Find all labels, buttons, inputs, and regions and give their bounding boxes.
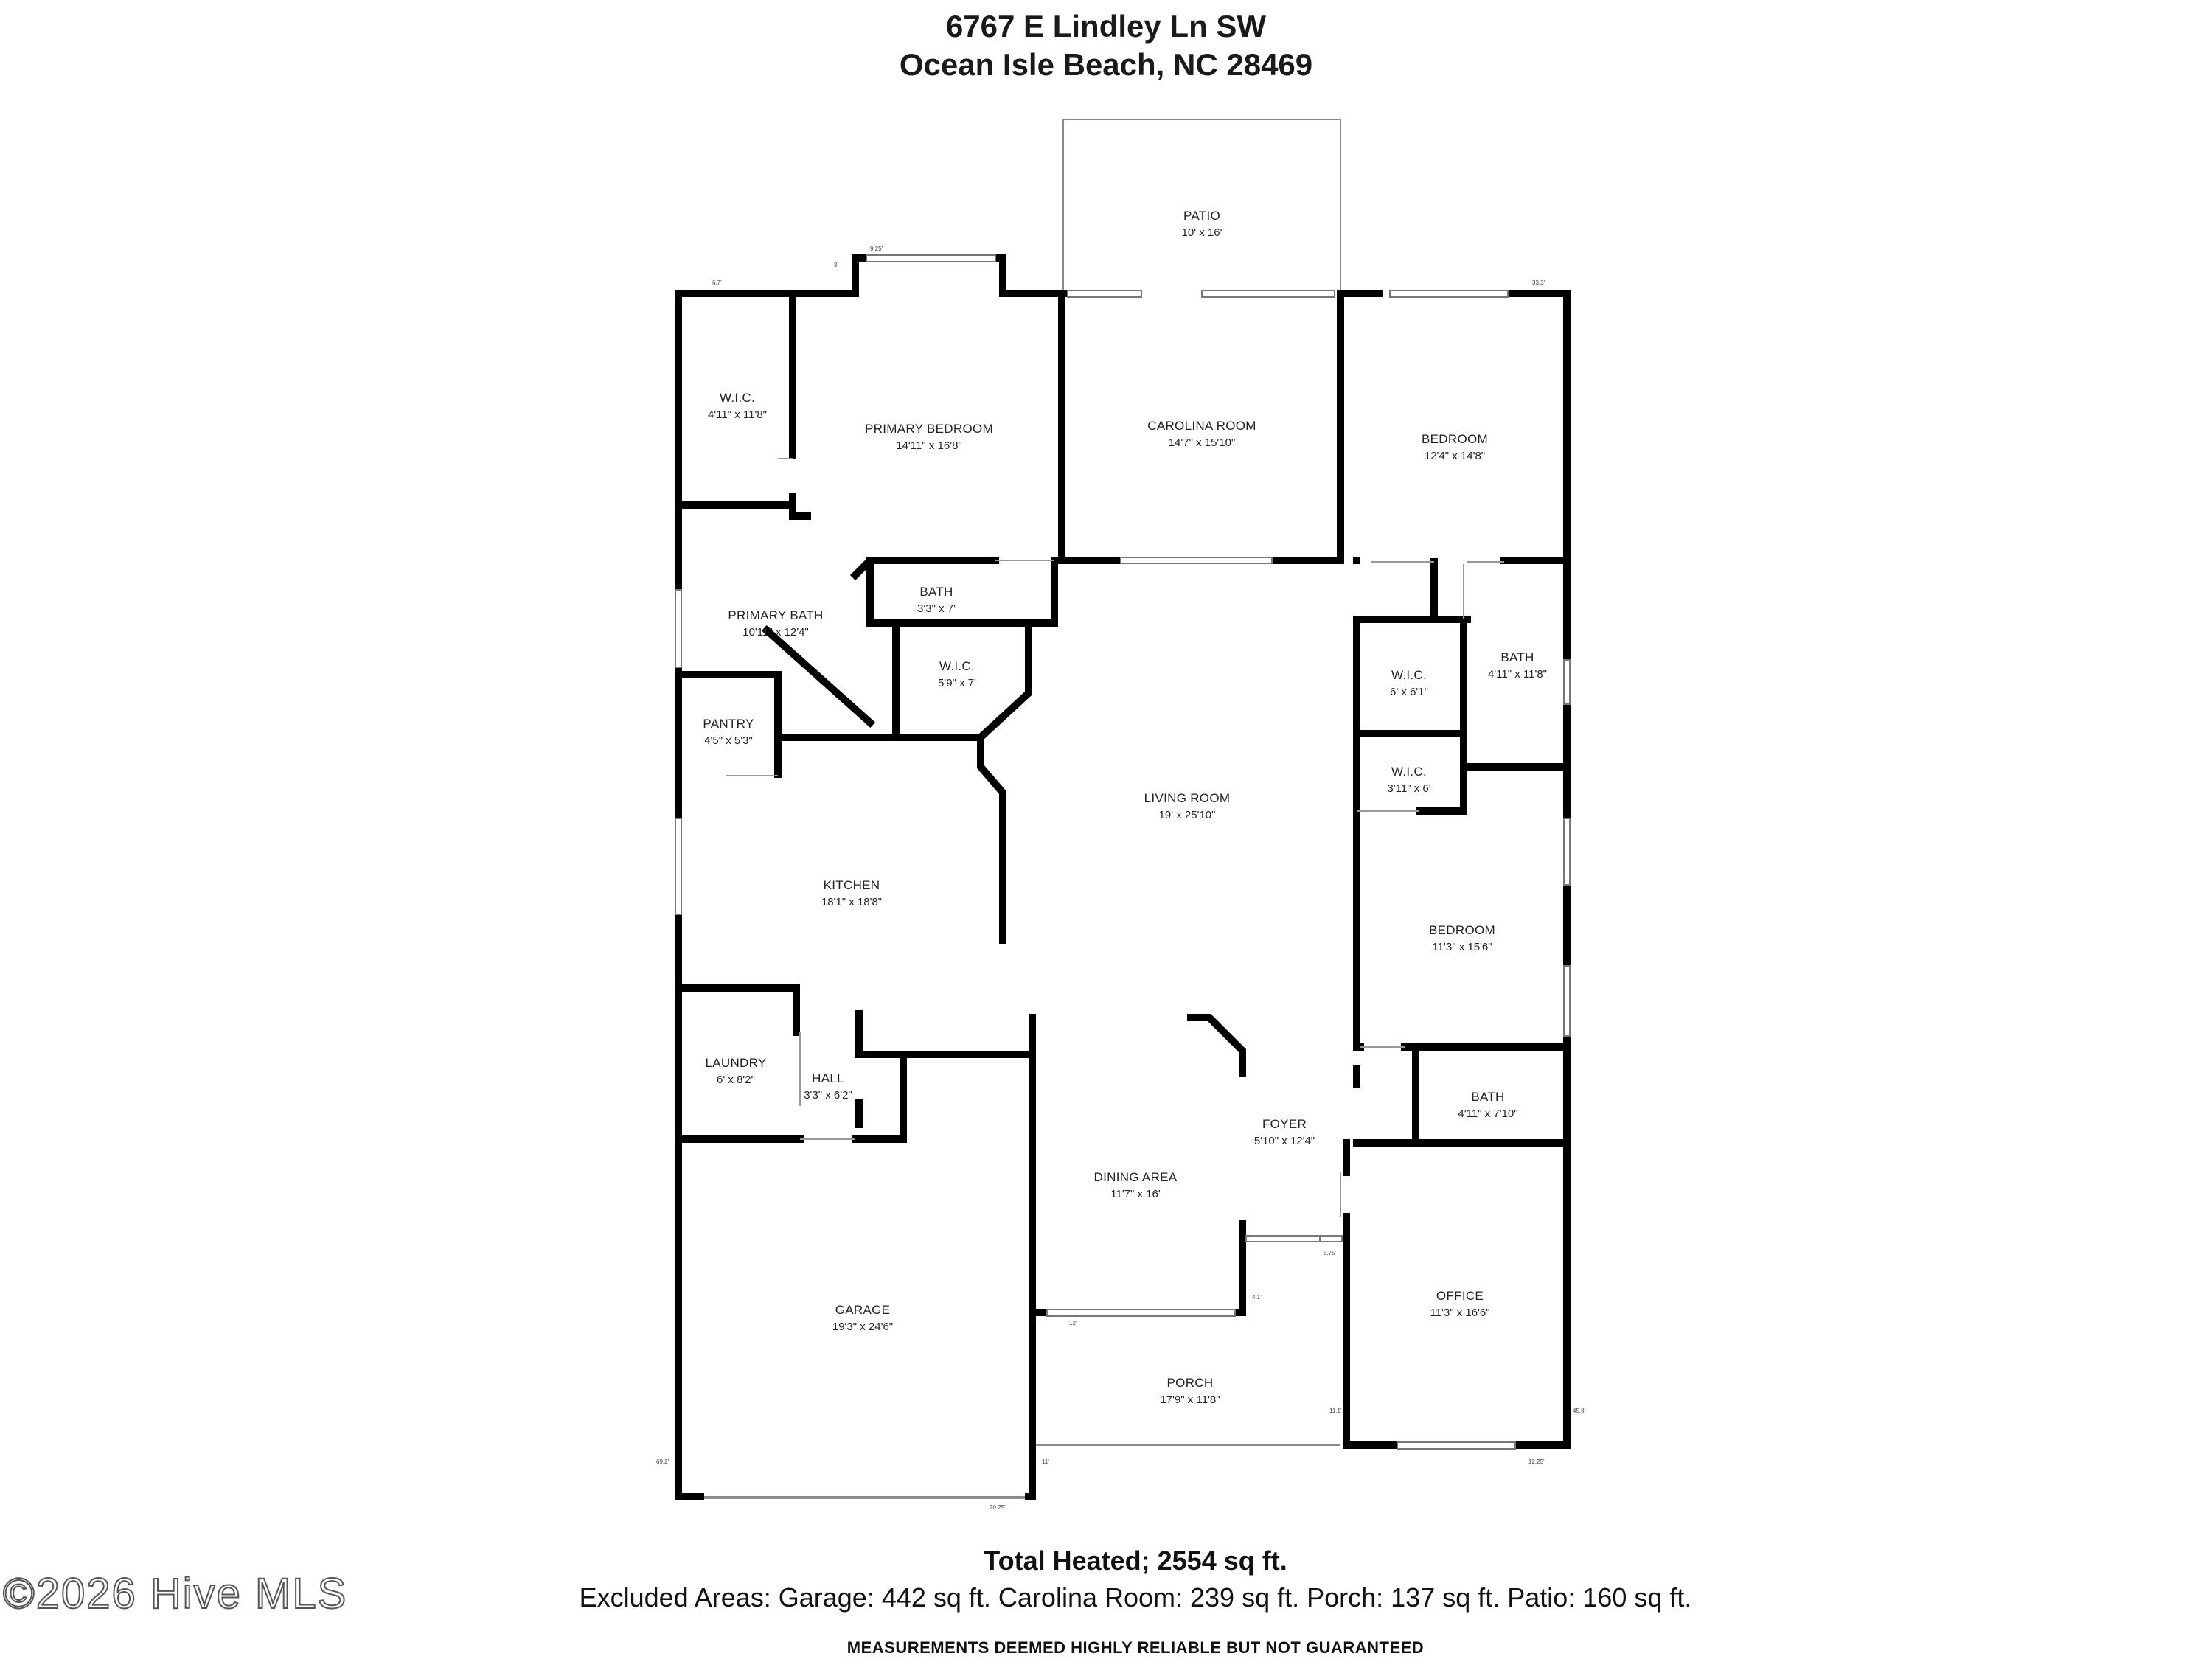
patio-outline (700, 119, 1341, 1498)
room-size-bedroom1: 12'4" x 14'8" (1425, 450, 1485, 462)
dimension-note: 20.25' (990, 1504, 1006, 1511)
dimension-note: 9.25' (870, 246, 883, 252)
room-size-bath2: 4'11" x 11'8" (1488, 668, 1547, 681)
room-label-wic2: W.I.C. (939, 659, 975, 673)
dimension-note: 5.75' (1324, 1250, 1337, 1256)
room-label-kitchen: KITCHEN (824, 878, 880, 892)
room-label-carolina-room: CAROLINA ROOM (1147, 419, 1256, 433)
room-label-foyer: FOYER (1262, 1117, 1307, 1131)
dimension-note: 11.1' (1329, 1408, 1342, 1414)
room-label-bath3: BATH (1471, 1090, 1504, 1104)
room-label-bedroom2: BEDROOM (1429, 923, 1495, 937)
room-label-wic1: W.I.C. (720, 391, 755, 405)
excluded-areas: Excluded Areas: Garage: 442 sq ft. Carol… (579, 1582, 1692, 1613)
windows (675, 254, 1571, 1450)
room-size-foyer: 5'10" x 12'4" (1254, 1135, 1315, 1147)
room-size-wic1: 4'11" x 11'8" (708, 408, 767, 421)
room-label-bath2: BATH (1500, 650, 1534, 664)
room-label-patio: PATIO (1183, 209, 1220, 223)
watermark: ©2026 Hive MLS (2, 1569, 348, 1618)
dimension-note: 45.8' (1573, 1408, 1586, 1414)
room-label-porch: PORCH (1167, 1376, 1214, 1390)
room-size-wic4: 3'11" x 6' (1387, 782, 1430, 795)
dimension-note: 3' (834, 262, 838, 268)
room-size-wic3: 6' x 6'1" (1390, 686, 1428, 698)
room-size-primary-bath: 10'11" x 12'4" (742, 626, 809, 639)
room-size-bedroom2: 11'3" x 15'6" (1432, 941, 1492, 953)
room-size-carolina-room: 14'7" x 15'10" (1169, 437, 1236, 449)
walls (675, 254, 1571, 1500)
room-size-porch: 17'9" x 11'8" (1160, 1394, 1220, 1406)
address-street: 6767 E Lindley Ln SW (945, 9, 1267, 44)
room-size-wic2: 5'9" x 7' (938, 677, 976, 689)
room-label-office: OFFICE (1436, 1289, 1484, 1303)
room-label-hall: HALL (812, 1071, 844, 1085)
room-label-wic4: W.I.C. (1391, 765, 1427, 779)
room-size-primary-bedroom: 14'11" x 16'8" (896, 439, 962, 452)
thin-lines (704, 458, 1504, 1499)
room-label-living-room: LIVING ROOM (1144, 791, 1231, 805)
room-label-bedroom1: BEDROOM (1422, 432, 1488, 446)
disclaimer: MEASUREMENTS DEEMED HIGHLY RELIABLE BUT … (846, 1638, 1425, 1657)
room-label-wic3: W.I.C. (1391, 668, 1427, 682)
room-label-pantry: PANTRY (703, 717, 754, 731)
room-size-office: 11'3" x 16'6" (1430, 1307, 1489, 1319)
dimension-note: 12' (1069, 1320, 1077, 1326)
dimension-note: 6.7' (712, 279, 722, 286)
room-size-bath3: 4'11" x 7'10" (1458, 1107, 1517, 1120)
dimension-note: 33.3' (1532, 279, 1545, 286)
room-size-patio: 10' x 16' (1182, 226, 1222, 239)
dimension-note: 12.25' (1528, 1458, 1545, 1465)
openings (759, 459, 797, 774)
dimension-note: 11' (1042, 1458, 1049, 1465)
room-size-living-room: 19' x 25'10" (1159, 809, 1216, 821)
total-heated: Total Heated; 2554 sq ft. (984, 1545, 1287, 1576)
room-size-pantry: 4'5" x 5'3" (704, 734, 753, 747)
room-label-dining-area: DINING AREA (1094, 1170, 1178, 1184)
room-label-garage: GARAGE (835, 1303, 891, 1317)
dimension-note: 69.2' (656, 1458, 669, 1465)
room-size-kitchen: 18'1" x 18'8" (821, 896, 882, 908)
room-size-laundry: 6' x 8'2" (717, 1074, 755, 1086)
address-city: Ocean Isle Beach, NC 28469 (899, 47, 1313, 82)
room-size-garage: 19'3" x 24'6" (832, 1321, 893, 1333)
room-size-bath1: 3'3" x 7' (917, 602, 956, 615)
room-size-dining-area: 11'7" x 16' (1110, 1188, 1161, 1200)
dimension-note: 4.1' (1252, 1294, 1262, 1301)
room-label-bath1: BATH (919, 585, 953, 599)
room-size-hall: 3'3" x 6'2" (804, 1089, 852, 1102)
room-label-primary-bedroom: PRIMARY BEDROOM (865, 422, 993, 436)
room-label-primary-bath: PRIMARY BATH (728, 608, 823, 622)
room-label-laundry: LAUNDRY (705, 1056, 766, 1070)
